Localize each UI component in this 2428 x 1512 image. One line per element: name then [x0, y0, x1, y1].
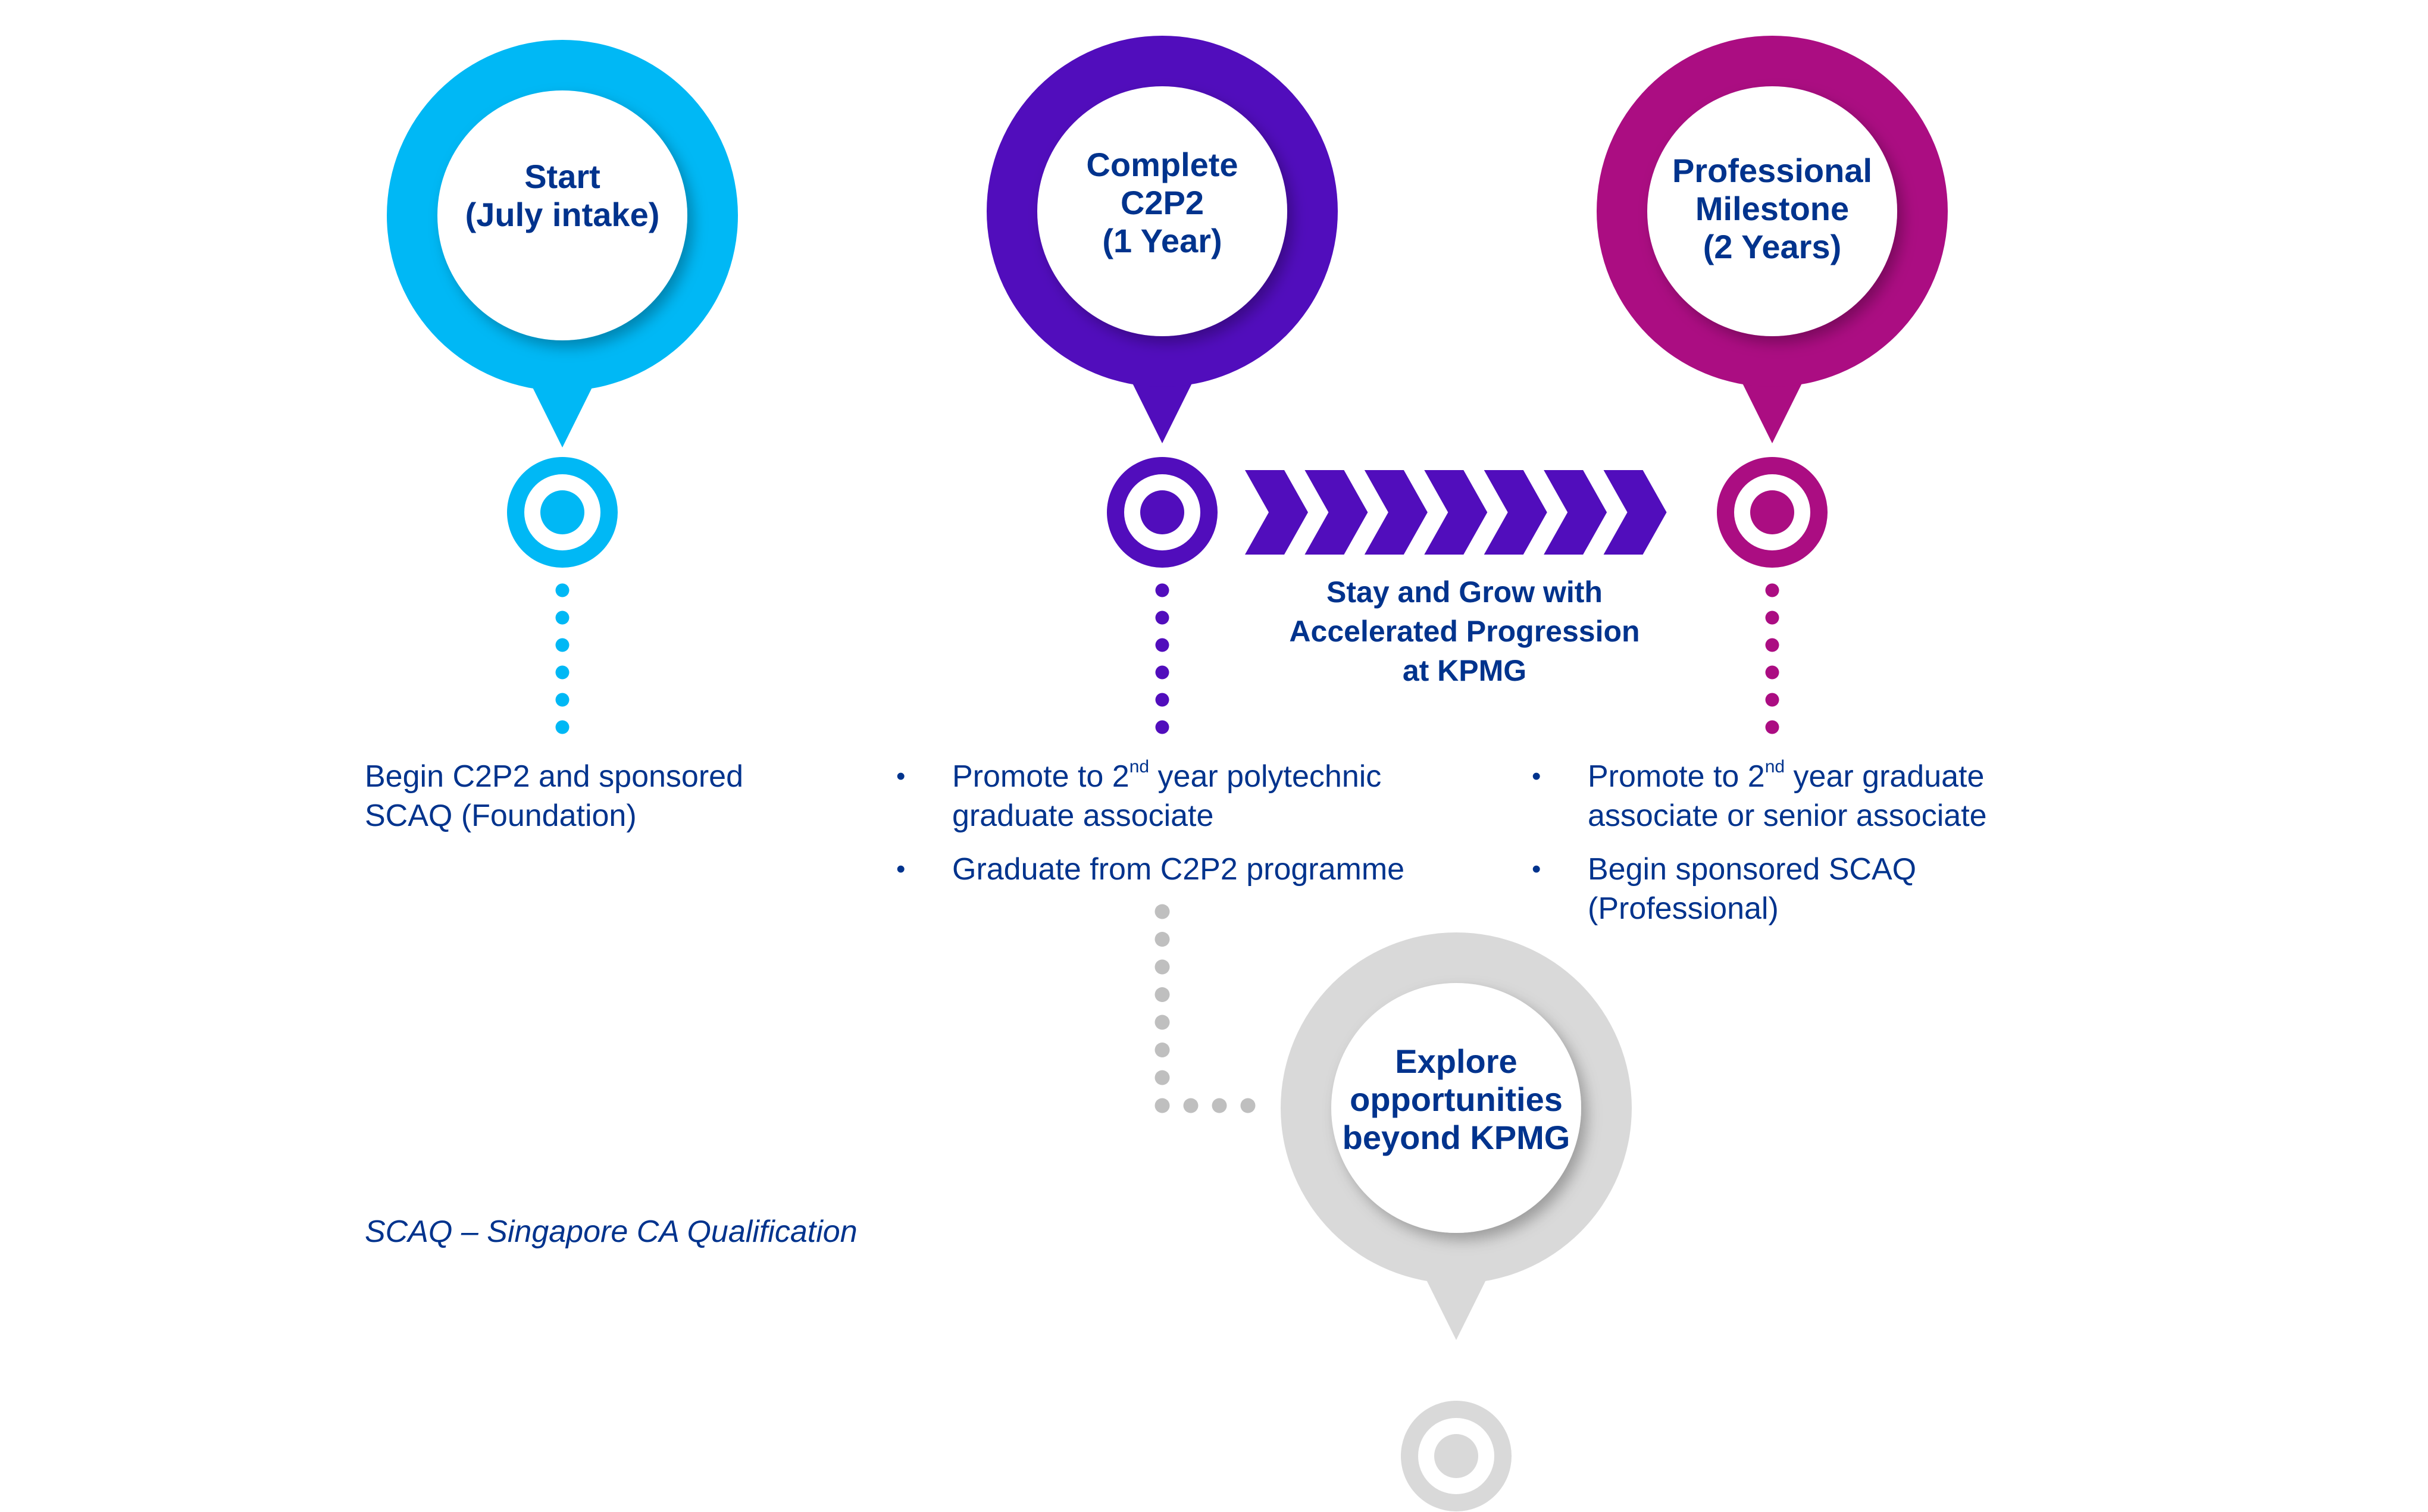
- pin-inner-circle: [1331, 983, 1581, 1233]
- target-center: [540, 490, 584, 534]
- title-line: Professional: [1672, 152, 1873, 189]
- chevron-arrow-icon: [1424, 470, 1488, 555]
- target-center: [1434, 1434, 1478, 1478]
- professional-bullet-list: Promote to 2nd year graduate associate o…: [1528, 757, 2016, 943]
- connector-dot: [1765, 638, 1779, 652]
- pin-tail: [1125, 369, 1199, 443]
- connector-dot: [555, 583, 570, 597]
- connector-dot-grey: [1154, 1098, 1170, 1113]
- label-line: Accelerated Progression: [1289, 615, 1640, 648]
- pin-marker-explore: [1281, 932, 1632, 1340]
- connector-dot: [555, 665, 570, 680]
- connector-dot: [1765, 583, 1779, 597]
- milestone-title-explore: Explore opportunities beyond KPMG: [1319, 1043, 1593, 1157]
- title-line: (July intake): [465, 196, 660, 233]
- connector-dot-grey: [1154, 932, 1170, 947]
- milestone-title-professional: Professional Milestone (2 Years): [1635, 152, 1909, 266]
- target-center: [1140, 490, 1184, 534]
- milestone-title-complete: Complete C2P2 (1 Year): [1025, 146, 1299, 260]
- chevron-arrow-icon: [1544, 470, 1607, 555]
- chevron-arrow-icon: [1364, 470, 1428, 555]
- chevron-arrow-icon: [1603, 470, 1667, 555]
- connector-dot-grey: [1183, 1098, 1199, 1113]
- ordinal-suffix: nd: [1129, 756, 1150, 777]
- connector-dot: [555, 638, 570, 652]
- pin-tail: [525, 373, 599, 447]
- connector-dot-grey: [1212, 1098, 1227, 1113]
- chevron-arrow-icon: [1245, 470, 1308, 555]
- title-line: Explore: [1395, 1043, 1518, 1080]
- connector-dot: [1765, 720, 1779, 734]
- start-description: Begin C2P2 and sponsored SCAQ (Foundatio…: [365, 757, 743, 835]
- pin-marker-start: [387, 40, 738, 447]
- title-line: (1 Year): [1102, 222, 1222, 259]
- connector-dot: [1765, 693, 1779, 707]
- bullet-text: year graduate associate or senior associ…: [1588, 759, 1987, 833]
- description-line: SCAQ (Foundation): [365, 799, 637, 833]
- chevron-arrow-icon: [1304, 470, 1368, 555]
- connector-dot: [1155, 693, 1169, 707]
- pin-tail: [1419, 1266, 1493, 1340]
- ordinal-suffix: nd: [1764, 756, 1785, 777]
- bullet-item: Graduate from C2P2 programme: [893, 850, 1452, 889]
- pin-inner-circle: [1647, 86, 1897, 336]
- title-line: opportunities: [1350, 1081, 1563, 1118]
- connector-dot-grey: [1154, 904, 1170, 919]
- chevron-arrow-icon: [1484, 470, 1547, 555]
- connector-dot: [1155, 638, 1169, 652]
- bullet-item: Promote to 2nd year polytechnic graduate…: [893, 757, 1452, 835]
- connector-dot-grey: [1154, 1043, 1170, 1057]
- target-icon-complete: [1107, 457, 1218, 568]
- label-line: at KPMG: [1402, 654, 1527, 687]
- connector-dot-grey: [1154, 1070, 1170, 1085]
- connector-dot-grey: [1154, 959, 1170, 975]
- target-icon-professional: [1717, 457, 1828, 568]
- pin-inner-circle: [437, 90, 687, 340]
- connector-dot: [555, 611, 570, 625]
- target-icon-start: [507, 457, 618, 568]
- pin-tail: [1735, 369, 1809, 443]
- label-line: Stay and Grow with: [1326, 575, 1603, 609]
- title-line: Milestone: [1695, 190, 1850, 227]
- title-line: C2P2: [1120, 184, 1204, 221]
- bullet-text: year polytechnic graduate associate: [952, 759, 1382, 833]
- bullet-text: Promote to 2: [952, 759, 1129, 794]
- milestone-title-start: Start (July intake): [425, 158, 699, 234]
- connector-dot: [1765, 665, 1779, 680]
- connector-dot: [1155, 611, 1169, 625]
- title-line: Complete: [1086, 146, 1238, 183]
- bullet-text: Graduate from C2P2 programme: [952, 852, 1405, 887]
- bullet-item: Promote to 2nd year graduate associate o…: [1528, 757, 2016, 835]
- pin-marker-complete: [987, 36, 1338, 443]
- progression-chevrons: [1245, 470, 1667, 555]
- connector-dot-grey: [1154, 987, 1170, 1002]
- complete-bullet-list: Promote to 2nd year polytechnic graduate…: [893, 757, 1452, 903]
- description-line: Begin C2P2 and sponsored: [365, 759, 744, 794]
- connector-dot: [1765, 611, 1779, 625]
- connector-dot-grey: [1154, 1015, 1170, 1030]
- connector-dot: [1155, 583, 1169, 597]
- footnote: SCAQ – Singapore CA Qualification: [365, 1214, 858, 1249]
- title-line: (2 Years): [1703, 228, 1842, 265]
- pin-marker-professional: [1597, 36, 1948, 443]
- connector-dot-grey: [1240, 1098, 1256, 1113]
- connector-dot: [555, 693, 570, 707]
- bullet-item: Begin sponsored SCAQ (Professional): [1528, 850, 2016, 928]
- pin-inner-circle: [1037, 86, 1287, 336]
- bullet-text: Begin sponsored SCAQ (Professional): [1588, 852, 1917, 926]
- connector-dot: [1155, 720, 1169, 734]
- target-icon-explore: [1401, 1401, 1512, 1511]
- connector-dot: [1155, 665, 1169, 680]
- title-line: beyond KPMG: [1342, 1119, 1570, 1156]
- bullet-text: Promote to 2: [1588, 759, 1765, 794]
- progression-label: Stay and Grow with Accelerated Progressi…: [1232, 572, 1697, 690]
- connector-dot: [555, 720, 570, 734]
- title-line: Start: [524, 158, 600, 195]
- target-center: [1750, 490, 1794, 534]
